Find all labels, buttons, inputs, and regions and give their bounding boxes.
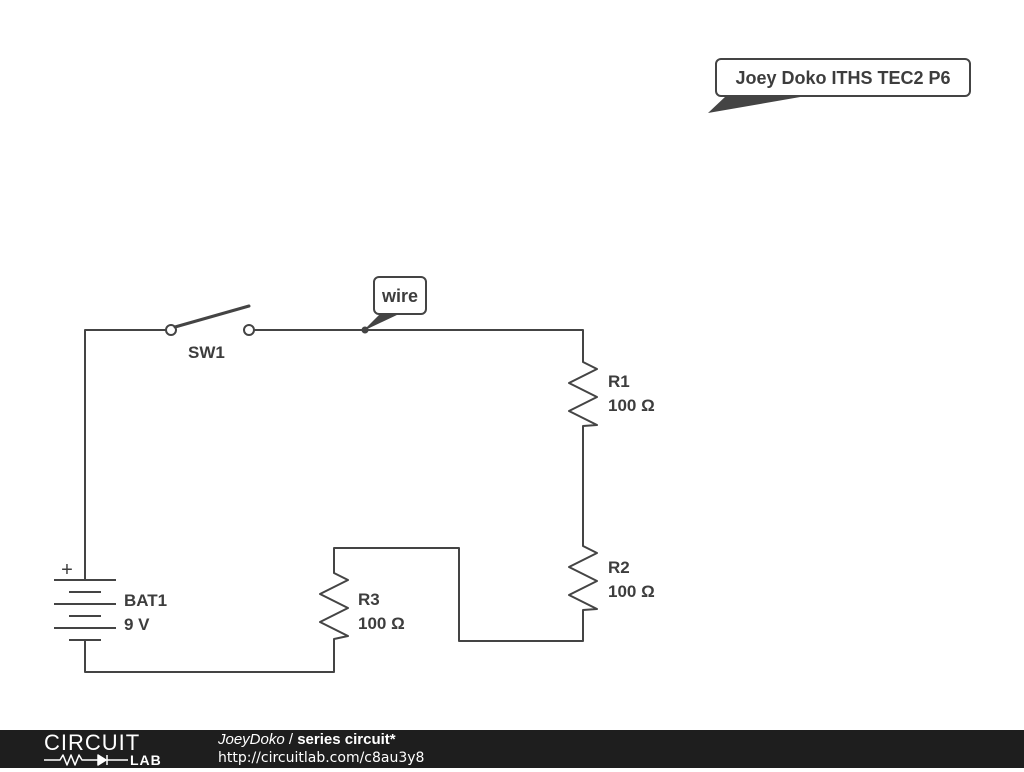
logo-top-text: CIRCUIT (44, 730, 141, 755)
battery-plus-mark: + (61, 559, 73, 581)
switch-terminal-right (243, 324, 255, 336)
title-annotation-text: Joey Doko ITHS TEC2 P6 (735, 68, 950, 88)
logo-circuit-symbol-icon (44, 754, 128, 766)
resistor-r1[interactable] (568, 361, 598, 427)
wire-bottom-right[interactable] (333, 547, 584, 642)
switch-sw1[interactable] (165, 304, 255, 336)
resistor-r3[interactable] (319, 572, 349, 640)
battery-bat1[interactable] (54, 579, 116, 641)
wire-annotation-box (373, 276, 427, 315)
resistor-r3-value: 100 Ω (358, 614, 405, 633)
footer-circuit-title[interactable]: series circuit* (297, 731, 396, 748)
resistor-r2[interactable] (568, 545, 598, 611)
footer-bar: CIRCUIT LAB JoeyDoko / series circuit* h… (0, 730, 1024, 768)
resistor-r2-zigzag (568, 545, 598, 611)
wire-bottom[interactable] (84, 638, 335, 673)
wire-top[interactable] (253, 329, 584, 363)
battery-name: BAT1 (124, 591, 167, 610)
wires (84, 329, 584, 673)
footer-circuit-info: JoeyDoko / series circuit* (218, 731, 396, 749)
wire-annotation[interactable]: wire (361, 276, 427, 334)
title-annotation-box (715, 58, 971, 97)
title-annotation[interactable]: Joey Doko ITHS TEC2 P6 (708, 58, 971, 113)
resistor-r1-name: R1 (608, 372, 630, 391)
circuitlab-logo[interactable]: CIRCUIT LAB (44, 732, 184, 768)
switch-lever (173, 304, 251, 329)
resistor-r3-name: R3 (358, 590, 380, 609)
resistor-r2-name: R2 (608, 558, 630, 577)
resistor-r3-zigzag (319, 572, 349, 640)
resistor-r2-value: 100 Ω (608, 582, 655, 601)
logo-lab-text: LAB (130, 752, 162, 768)
title-annotation-pointer (708, 96, 806, 113)
schematic-canvas[interactable]: Joey Doko ITHS TEC2 P6 SW1 wire R1 100 Ω… (0, 0, 1024, 730)
footer-url[interactable]: http://circuitlab.com/c8au3y8 (218, 750, 425, 766)
footer-separator: / (284, 731, 298, 748)
wire-left-top[interactable] (84, 329, 167, 581)
wire-annotation-dot (361, 326, 369, 334)
battery-value: 9 V (124, 615, 150, 634)
logo-bottom: LAB (44, 752, 184, 768)
switch-terminal-left (165, 324, 177, 336)
switch-label: SW1 (188, 343, 225, 362)
resistor-r1-zigzag (568, 361, 598, 427)
wire-annotation-pointer (363, 314, 399, 331)
footer-username[interactable]: JoeyDoko (218, 731, 285, 748)
resistor-r1-value: 100 Ω (608, 396, 655, 415)
wire-annotation-text: wire (381, 286, 418, 306)
